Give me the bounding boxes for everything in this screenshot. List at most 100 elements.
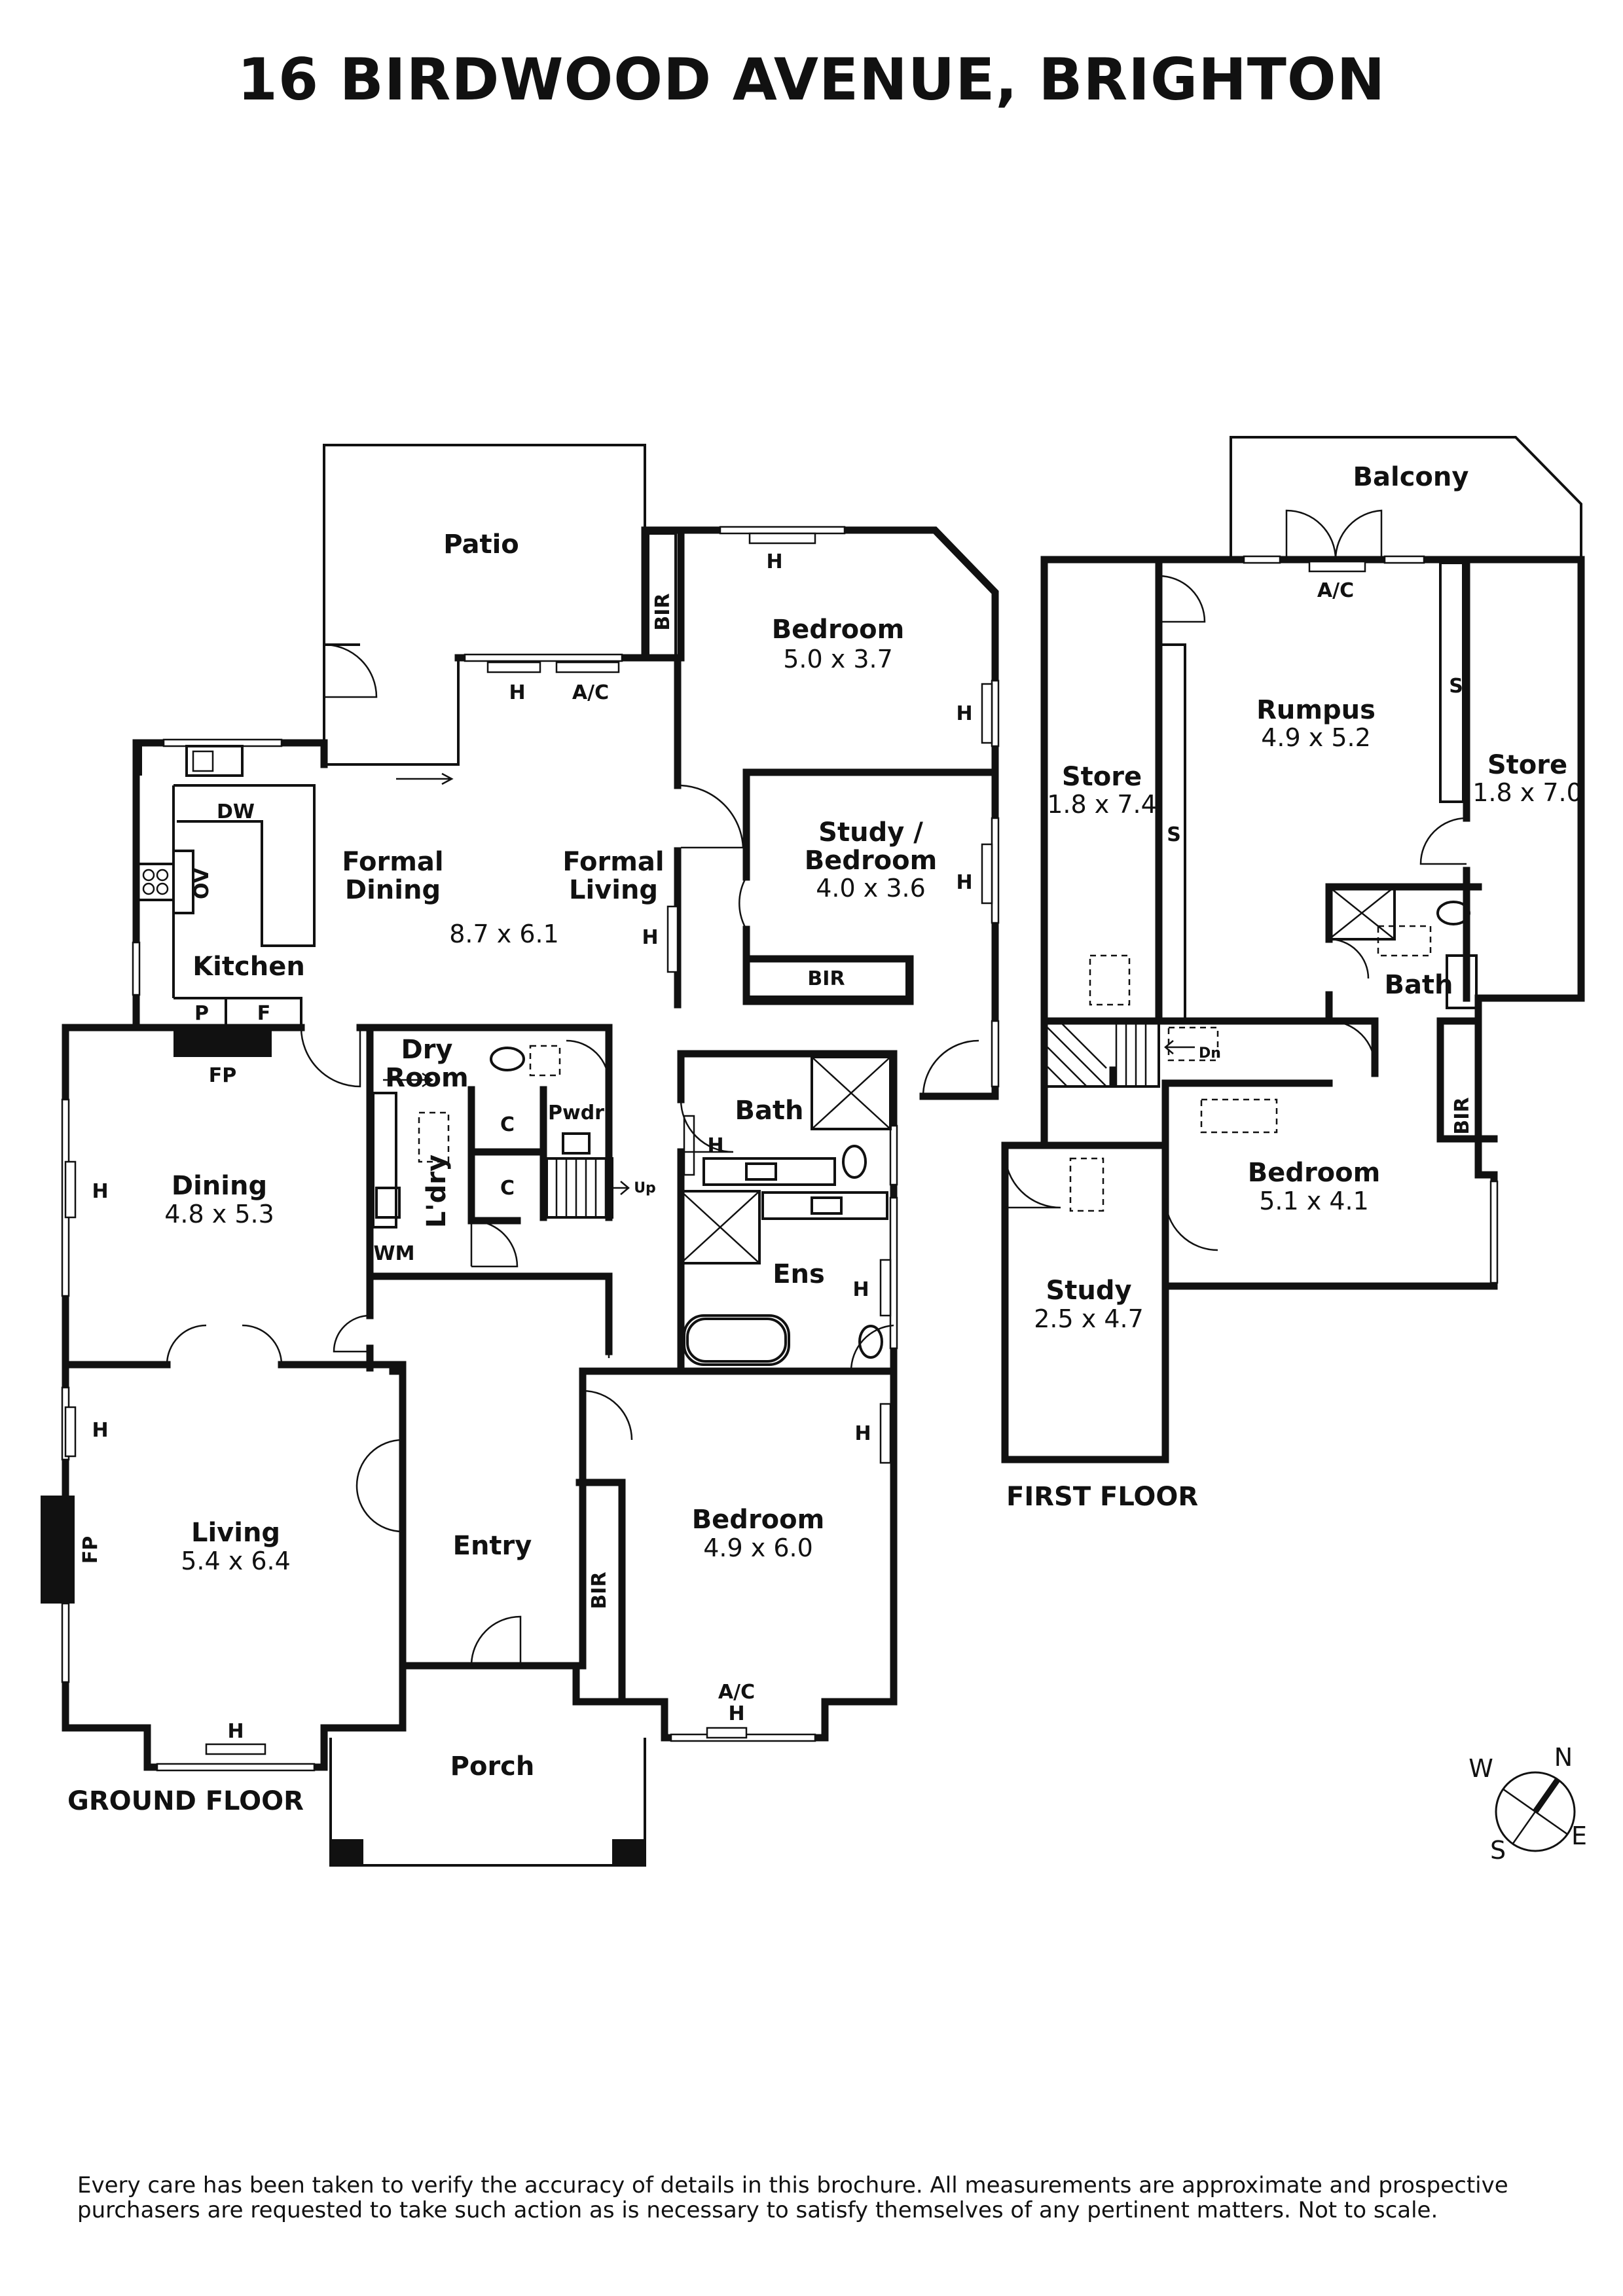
door-study-first bbox=[1004, 1151, 1061, 1209]
fixture-s-left: S bbox=[1167, 823, 1181, 846]
fixture-fp-living: FP bbox=[79, 1536, 102, 1564]
window-balcony-left bbox=[1243, 555, 1281, 564]
disclaimer: Every care has been taken to verify the … bbox=[77, 2172, 1508, 2223]
door-kitchen-patio-slide bbox=[396, 772, 454, 785]
label-entry: Entry bbox=[453, 1531, 532, 1561]
patio-door-swing bbox=[323, 643, 378, 698]
label-bedroom1: Bedroom bbox=[772, 615, 905, 645]
label-bedroom2: Bedroom bbox=[692, 1505, 825, 1535]
shelf-rumpus-left bbox=[1158, 643, 1186, 1022]
label-study-2: Bedroom bbox=[805, 846, 938, 876]
fixture-ac-patio: A/C bbox=[572, 681, 609, 704]
powder-skylight bbox=[529, 1045, 561, 1077]
dims-bedroom1: 5.0 x 3.7 bbox=[783, 645, 893, 673]
window-bed-right bbox=[991, 679, 1000, 747]
dims-study: 4.0 x 3.6 bbox=[816, 874, 926, 903]
balcony-outline bbox=[1230, 436, 1582, 560]
fixture-dn: Dn bbox=[1199, 1045, 1221, 1062]
door-front bbox=[470, 1615, 522, 1666]
compass-e: E bbox=[1571, 1821, 1587, 1850]
laundry-bench bbox=[372, 1092, 397, 1229]
label-rumpus: Rumpus bbox=[1256, 695, 1376, 725]
window-living-bottom bbox=[156, 1763, 316, 1772]
window-balcony-right bbox=[1383, 555, 1425, 564]
door-laundry bbox=[470, 1219, 519, 1268]
dims-bedroom2: 4.9 x 6.0 bbox=[703, 1534, 813, 1562]
heater-formal bbox=[666, 905, 679, 973]
bath-toilet bbox=[842, 1145, 867, 1179]
window-patio bbox=[464, 653, 623, 662]
fixture-h-study: H bbox=[956, 871, 972, 894]
label-study-1: Study / bbox=[818, 817, 923, 848]
fixture-ov: OV bbox=[191, 867, 213, 899]
fireplace-dining bbox=[173, 1028, 272, 1057]
fixture-bir-study: BIR bbox=[807, 967, 845, 990]
porch-outline bbox=[329, 1738, 646, 1867]
label-balcony: Balcony bbox=[1353, 462, 1469, 492]
window-first-bed-right bbox=[1489, 1180, 1499, 1284]
patio-outline bbox=[323, 444, 646, 766]
ens-door bbox=[850, 1324, 894, 1372]
heater-living bbox=[64, 1406, 77, 1458]
door-first-bath2 bbox=[1328, 938, 1370, 979]
label-porch: Porch bbox=[450, 1751, 535, 1782]
first-bath-toilet bbox=[1436, 901, 1470, 925]
fixture-bir-first: BIR bbox=[1451, 1097, 1474, 1134]
door-store-left bbox=[1158, 575, 1206, 623]
door-entry-double bbox=[356, 1439, 403, 1533]
label-formal-living-1: Formal bbox=[562, 847, 664, 877]
ground-floor-plan bbox=[41, 444, 1000, 1867]
ens-toilet bbox=[858, 1325, 883, 1359]
dims-store-right: 1.8 x 7.0 bbox=[1472, 778, 1582, 807]
label-ensuite: Ens bbox=[773, 1259, 825, 1289]
fixture-h-living: H bbox=[92, 1419, 108, 1442]
stairs-first bbox=[1043, 1020, 1195, 1088]
fixture-dw: DW bbox=[217, 800, 255, 823]
first-bir bbox=[1439, 1020, 1480, 1140]
label-first-floor: FIRST FLOOR bbox=[1006, 1482, 1198, 1512]
window-study-right bbox=[991, 817, 1000, 924]
ens-vanity bbox=[761, 1191, 888, 1220]
label-kitchen: Kitchen bbox=[192, 952, 305, 982]
compass-circle bbox=[1495, 1771, 1576, 1852]
door-first-bath bbox=[1328, 1020, 1376, 1067]
fixture-h-formal: H bbox=[642, 926, 658, 949]
label-store-right: Store bbox=[1487, 750, 1567, 780]
fixture-p: P bbox=[194, 1002, 209, 1025]
compass-s: S bbox=[1490, 1836, 1506, 1865]
skylight-store bbox=[1089, 954, 1131, 1006]
heater-patio bbox=[486, 661, 541, 673]
shelf-rumpus-right bbox=[1439, 562, 1465, 803]
heater-bed2-bottom bbox=[706, 1727, 748, 1739]
dims-rumpus: 4.9 x 5.2 bbox=[1261, 723, 1371, 752]
compass: N W E S bbox=[1468, 1743, 1587, 1865]
door-dining-kitchen bbox=[300, 1027, 361, 1088]
label-store-left: Store bbox=[1062, 762, 1142, 792]
fixture-h-dining: H bbox=[92, 1180, 108, 1203]
door-first-bedroom bbox=[1164, 1197, 1218, 1251]
oven bbox=[172, 850, 194, 914]
fixture-f: F bbox=[257, 1002, 271, 1025]
label-powder: Pwdr bbox=[548, 1102, 604, 1124]
window-hall-right bbox=[991, 1020, 1000, 1088]
door-bedroom2 bbox=[582, 1390, 633, 1441]
first-bath-vanity bbox=[1446, 954, 1478, 1009]
fixture-h-bed-top: H bbox=[766, 550, 782, 573]
door-hall bbox=[922, 1039, 979, 1097]
door-living-entry bbox=[166, 1324, 283, 1365]
heater-dining bbox=[64, 1160, 77, 1219]
bath-shower bbox=[811, 1056, 892, 1130]
label-patio: Patio bbox=[443, 529, 519, 560]
fixture-h-bed-right: H bbox=[956, 702, 972, 725]
fixture-wm: WM bbox=[374, 1242, 415, 1265]
stairs-ground bbox=[545, 1157, 630, 1219]
label-dining: Dining bbox=[172, 1171, 267, 1201]
door-entry-living bbox=[333, 1314, 371, 1353]
fixture-h-ens: H bbox=[852, 1278, 869, 1301]
dims-formal: 8.7 x 6.1 bbox=[449, 920, 559, 948]
label-first-bedroom: Bedroom bbox=[1248, 1158, 1381, 1188]
washing-machine bbox=[375, 1187, 401, 1219]
dims-dining: 4.8 x 5.3 bbox=[164, 1200, 274, 1229]
dims-first-study: 2.5 x 4.7 bbox=[1034, 1304, 1144, 1333]
